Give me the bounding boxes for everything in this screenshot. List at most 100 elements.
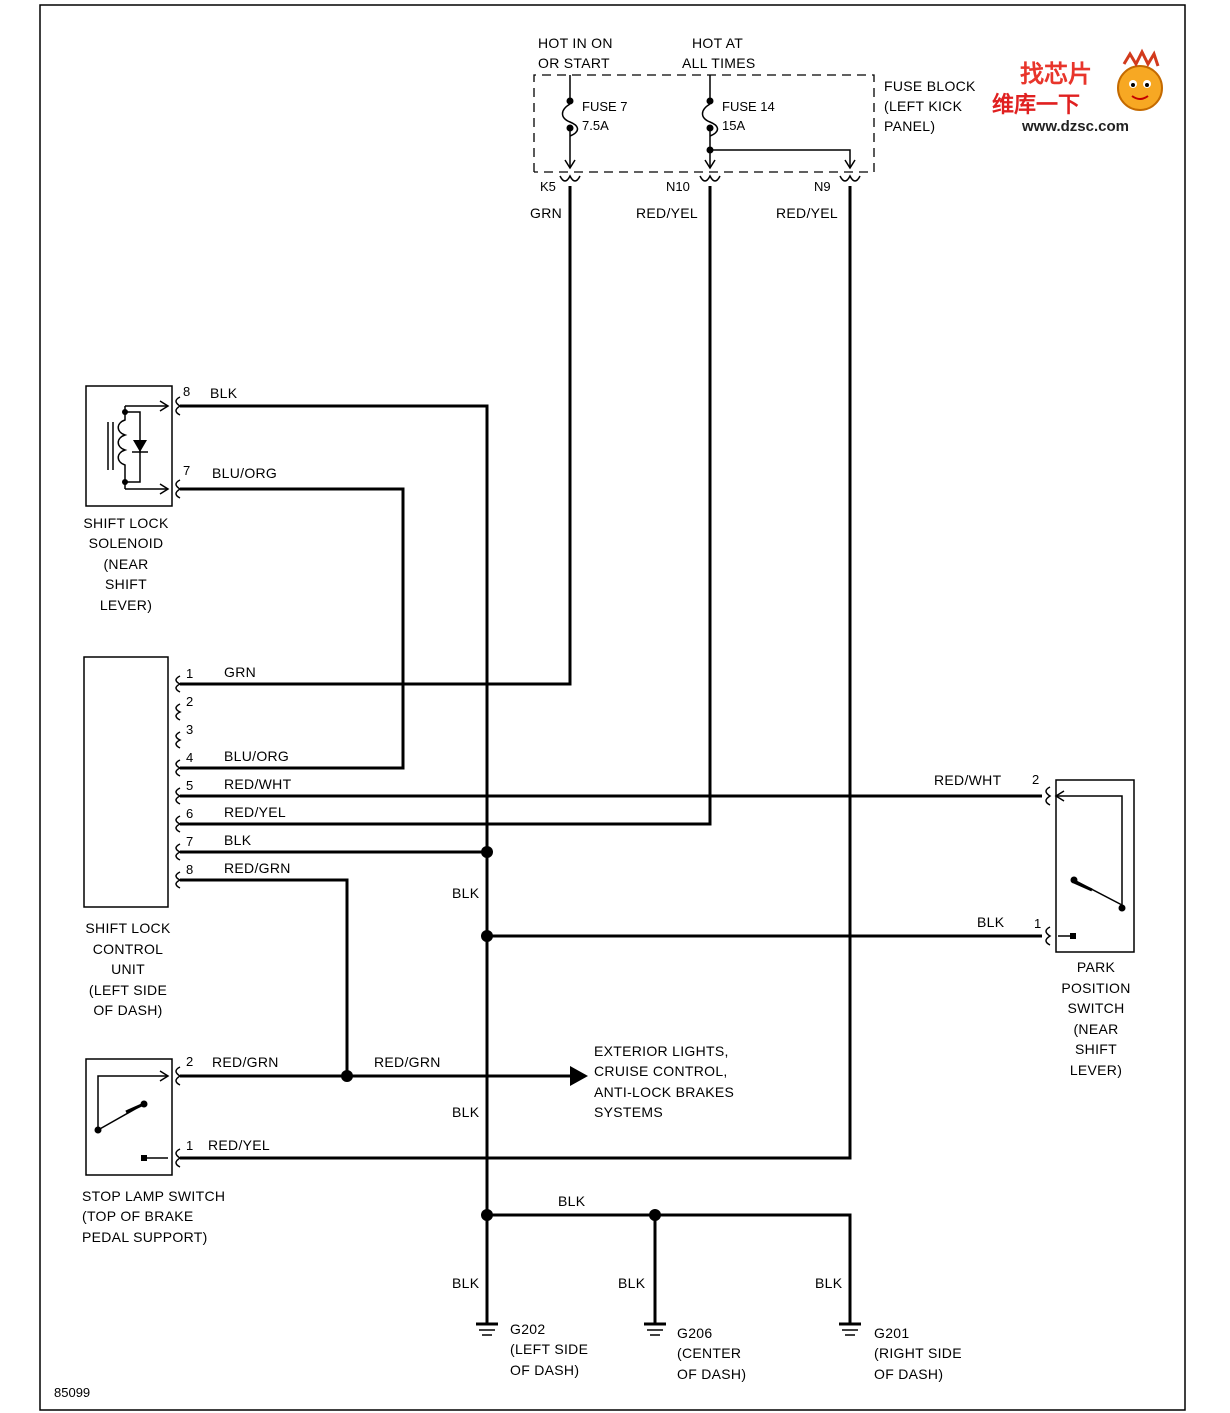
fuse-block-label-3: PANEL) xyxy=(884,118,935,134)
fuse-7-rating: 7.5A xyxy=(582,118,609,133)
stop-pin-2: 2 xyxy=(186,1054,193,1069)
terminal-n9-wire: RED/YEL xyxy=(776,205,838,221)
ground-g206-id: G206 xyxy=(677,1325,712,1341)
park-switch-label-4: (NEAR xyxy=(1073,1021,1118,1037)
terminal-k5-id: K5 xyxy=(540,179,556,194)
wire-blu-org xyxy=(180,487,405,770)
unit-pin-1: 1 xyxy=(186,666,193,681)
exterior-label-1: EXTERIOR LIGHTS, xyxy=(594,1043,729,1059)
ground-g202: G202 (LEFT SIDE OF DASH) xyxy=(476,1312,588,1378)
stop-pin-1: 1 xyxy=(186,1138,193,1153)
fuse-14-rating: 15A xyxy=(722,118,745,133)
fuse-block-outline xyxy=(533,74,875,173)
watermark-middle: 维库一下 xyxy=(992,92,1080,118)
solenoid-label-5: LEVER) xyxy=(100,597,152,613)
stop-pin-2-wire: RED/GRN xyxy=(212,1054,279,1070)
stop-lamp-label-3: PEDAL SUPPORT) xyxy=(82,1229,208,1245)
solenoid-label-2: SOLENOID xyxy=(89,535,164,551)
blk-label-3: BLK xyxy=(558,1193,586,1209)
terminal-n10-wire: RED/YEL xyxy=(636,205,698,221)
shift-lock-control-unit: 1 2 3 4 5 6 7 8 GRN BLU/ORG RED/WHT RED/… xyxy=(83,656,292,1018)
unit-pin-6-wire: RED/YEL xyxy=(224,804,286,820)
park-pin-2: 2 xyxy=(1032,772,1039,787)
ground-g202-line-2: OF DASH) xyxy=(510,1362,579,1378)
park-pin-1-wire: BLK xyxy=(977,914,1005,930)
splice-red-grn xyxy=(341,1070,353,1082)
ground-g202-line-1: (LEFT SIDE xyxy=(510,1341,588,1357)
blk-label-5: BLK xyxy=(618,1275,646,1291)
solenoid-pin-8-connector xyxy=(175,396,182,416)
ground-g206-line-2: OF DASH) xyxy=(677,1366,746,1382)
arrow-to-exterior xyxy=(570,1066,588,1086)
park-pin-1-connector xyxy=(1045,926,1052,946)
mascot-icon xyxy=(1117,65,1163,111)
park-pin-2-wire: RED/WHT xyxy=(934,772,1002,788)
park-switch-label-2: POSITION xyxy=(1061,980,1130,996)
ground-icon xyxy=(839,1312,861,1336)
terminal-k5-wire: GRN xyxy=(530,205,562,221)
hot-in-on-line-1: HOT IN ON xyxy=(538,35,613,51)
unit-pin-4-wire: BLU/ORG xyxy=(224,748,289,764)
wire-blk-ground-bus xyxy=(487,1213,852,1312)
connector-k5 xyxy=(559,174,581,182)
wires xyxy=(180,186,1042,1312)
fuse-14-label: FUSE 14 xyxy=(722,99,775,114)
park-switch-label-6: LEVER) xyxy=(1070,1062,1122,1078)
park-pin-1: 1 xyxy=(1034,916,1041,931)
fuse-14: FUSE 14 15A xyxy=(701,75,856,170)
wire-grn xyxy=(180,186,572,686)
watermark-url: www.dzsc.com xyxy=(1021,118,1129,135)
exterior-lights-reference: RED/GRN EXTERIOR LIGHTS, CRUISE CONTROL,… xyxy=(374,1043,734,1120)
solenoid-pin-7: 7 xyxy=(183,463,190,478)
diagram-frame xyxy=(39,4,1186,1411)
ground-g206: G206 (CENTER OF DASH) xyxy=(644,1312,746,1382)
ground-icon xyxy=(644,1312,666,1336)
stop-lamp-switch: 2 RED/GRN 1 RED/YEL STOP LAMP SWITCH (TO… xyxy=(82,1054,279,1245)
unit-pin-8-wire: RED/GRN xyxy=(224,860,291,876)
park-switch-label-3: SWITCH xyxy=(1067,1000,1124,1016)
fuse-block-label-1: FUSE BLOCK xyxy=(884,78,976,94)
control-unit-label-4: (LEFT SIDE xyxy=(89,982,167,998)
terminal-n10-id: N10 xyxy=(666,179,690,194)
connector-n9 xyxy=(839,174,861,182)
wire-red-yel-n10 xyxy=(180,186,712,826)
hot-in-on-line-2: OR START xyxy=(538,55,610,71)
unit-pin-5: 5 xyxy=(186,778,193,793)
solenoid-pin-8-wire: BLK xyxy=(210,385,238,401)
unit-pin-5-wire: RED/WHT xyxy=(224,776,292,792)
park-switch-label-1: PARK xyxy=(1077,959,1116,975)
ground-g202-id: G202 xyxy=(510,1321,545,1337)
exterior-label-4: SYSTEMS xyxy=(594,1104,663,1120)
park-position-switch: 2 RED/WHT 1 BLK PARK POSITION SWITCH (NE… xyxy=(934,772,1135,1078)
ground-g201-line-2: OF DASH) xyxy=(874,1366,943,1382)
blk-label-1: BLK xyxy=(452,885,480,901)
stop-lamp-label-1: STOP LAMP SWITCH xyxy=(82,1188,225,1204)
ground-g201-id: G201 xyxy=(874,1325,909,1341)
terminal-n9-id: N9 xyxy=(814,179,831,194)
solenoid-label-3: (NEAR xyxy=(103,556,148,572)
control-unit-label-2: CONTROL xyxy=(93,941,164,957)
watermark-logo: 找芯片 维库一下 www.dzsc.com xyxy=(992,48,1163,135)
blk-label-6: BLK xyxy=(815,1275,843,1291)
blk-label-2: BLK xyxy=(452,1104,480,1120)
fuse-7-label: FUSE 7 xyxy=(582,99,628,114)
solenoid-pin-8: 8 xyxy=(183,384,190,399)
fuse-7: FUSE 7 7.5A xyxy=(561,75,628,170)
control-unit-connectors xyxy=(175,675,182,889)
solenoid-label-1: SHIFT LOCK xyxy=(83,515,169,531)
unit-pin-1-wire: GRN xyxy=(224,664,256,680)
stop-pin-1-connector xyxy=(175,1148,182,1168)
park-switch-box xyxy=(1055,779,1135,953)
solenoid-box xyxy=(85,385,173,507)
stop-lamp-box xyxy=(85,1058,173,1176)
splice-blk-park xyxy=(481,930,493,942)
splice-ground-left xyxy=(481,1209,493,1221)
solenoid-label-4: SHIFT xyxy=(105,576,147,592)
control-unit-label-5: OF DASH) xyxy=(93,1002,162,1018)
solenoid-pin-7-connector xyxy=(175,479,182,499)
ground-icon xyxy=(476,1312,498,1336)
stop-lamp-label-2: (TOP OF BRAKE xyxy=(82,1208,194,1224)
wire-red-yel-n9 xyxy=(180,186,852,1160)
connector-n10 xyxy=(699,174,721,182)
ground-g201: G201 (RIGHT SIDE OF DASH) xyxy=(839,1312,962,1382)
